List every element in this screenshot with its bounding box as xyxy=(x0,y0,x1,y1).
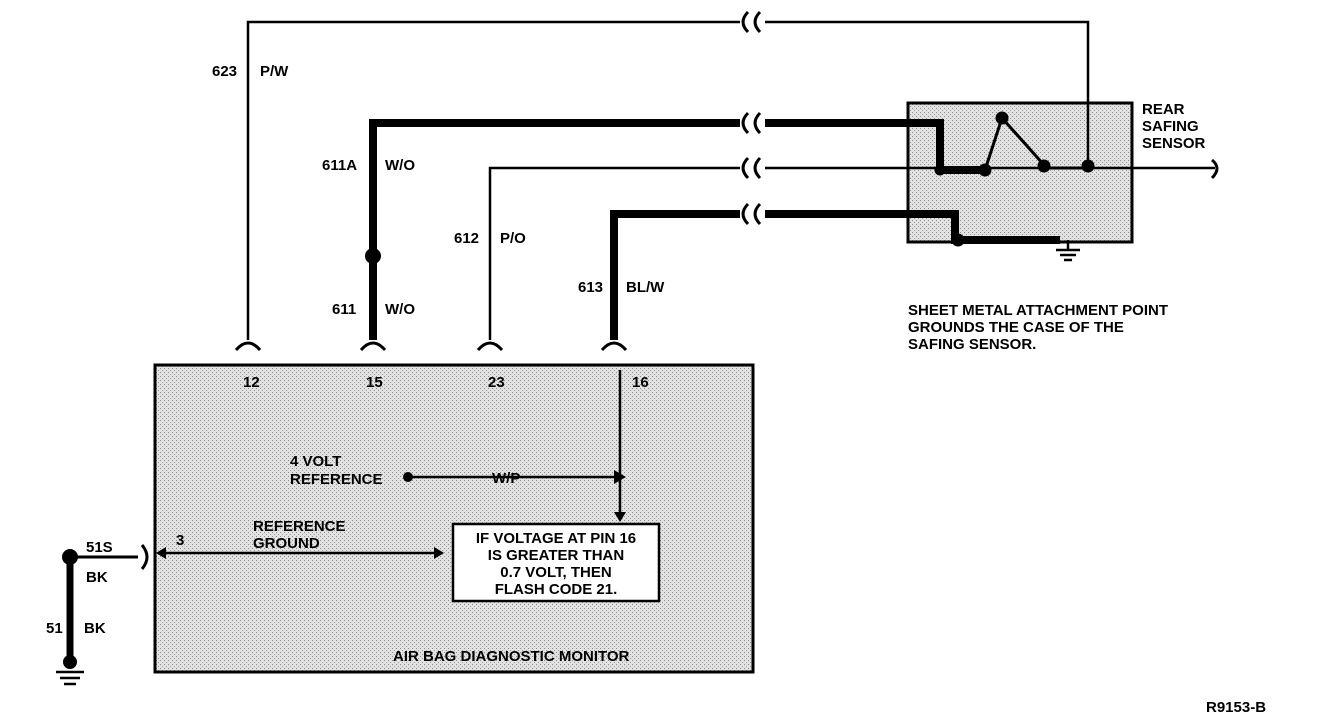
wire-611a-number: 611A xyxy=(322,157,357,174)
pin16-arrow xyxy=(614,512,626,522)
wire-611-color: W/O xyxy=(385,301,415,318)
ref-4v-arrow xyxy=(614,470,626,484)
inline-connector-613 xyxy=(741,202,762,226)
sensor-wire-611a xyxy=(765,119,985,174)
wire-613-color: BL/W xyxy=(626,279,665,296)
sensor-title-line3: SENSOR xyxy=(1142,135,1206,152)
wire-611-number: 611 xyxy=(332,301,356,318)
diagnostic-monitor-box xyxy=(153,363,755,674)
sensor-title-line2: SAFING xyxy=(1142,118,1199,135)
pin-23-label: 23 xyxy=(488,374,505,391)
sensor-output-connector xyxy=(1210,158,1219,180)
condition-line2: IS GREATER THAN xyxy=(488,547,624,564)
wire-51-color: BK xyxy=(84,620,106,637)
wire-51s-number: 51S xyxy=(86,539,113,556)
sensor-wire-613 xyxy=(765,210,1060,244)
wire-613-number: 613 xyxy=(578,279,603,296)
module-name: AIR BAG DIAGNOSTIC MONITOR xyxy=(393,648,630,665)
condition-line1: IF VOLTAGE AT PIN 16 xyxy=(476,530,636,547)
ground-icon xyxy=(56,670,84,686)
wire-623-number: 623 xyxy=(212,63,237,80)
ref-4v-wire-color: W/P xyxy=(492,470,520,487)
wire-623-color: P/W xyxy=(260,63,289,80)
splice-dot-51 xyxy=(62,549,78,565)
note-line1: SHEET METAL ATTACHMENT POINT xyxy=(908,302,1168,319)
wire-611a-color: W/O xyxy=(385,157,415,174)
ref-gnd-arrow-right xyxy=(434,547,444,559)
module-pin3-connector xyxy=(140,544,149,570)
inline-connector-611a xyxy=(741,111,762,135)
pin-15-label: 15 xyxy=(366,374,383,391)
condition-box xyxy=(451,522,661,603)
splice-dot-611 xyxy=(365,248,381,264)
pin-3-label: 3 xyxy=(176,532,184,549)
sensor-title-line1: REAR xyxy=(1142,101,1185,118)
ref-gnd-line1: REFERENCE xyxy=(253,518,346,535)
ref-4v-line2: REFERENCE xyxy=(290,471,383,488)
pin-16-label: 16 xyxy=(632,374,649,391)
wire-612-color: P/O xyxy=(500,230,526,247)
wire-611a xyxy=(369,119,740,250)
wire-613 xyxy=(610,210,740,340)
inline-connector-623 xyxy=(741,10,762,34)
module-internal-wiring xyxy=(160,370,622,555)
condition-line3: 0.7 VOLT, THEN xyxy=(500,564,611,581)
figure-id: R9153-B xyxy=(1206,699,1266,716)
ref-4v-dot xyxy=(403,472,413,482)
ref-gnd-line2: GROUND xyxy=(253,535,320,552)
ground-eyelet xyxy=(63,655,77,669)
pin-connectors xyxy=(234,341,628,352)
sensor-ground-icon xyxy=(1056,240,1080,262)
safing-switch xyxy=(934,111,1095,247)
inline-connector-612 xyxy=(741,156,762,180)
ref-gnd-arrow xyxy=(156,547,166,559)
wire-612-number: 612 xyxy=(454,230,479,247)
pin-12-label: 12 xyxy=(243,374,260,391)
ref-4v-line1: 4 VOLT xyxy=(290,453,341,470)
wire-51-number: 51 xyxy=(46,620,63,637)
note-line2: GROUNDS THE CASE OF THE xyxy=(908,319,1124,336)
wire-623 xyxy=(246,20,1090,340)
condition-line4: FLASH CODE 21. xyxy=(495,581,618,598)
wire-51s-color: BK xyxy=(86,569,108,586)
note-line3: SAFING SENSOR. xyxy=(908,336,1036,353)
